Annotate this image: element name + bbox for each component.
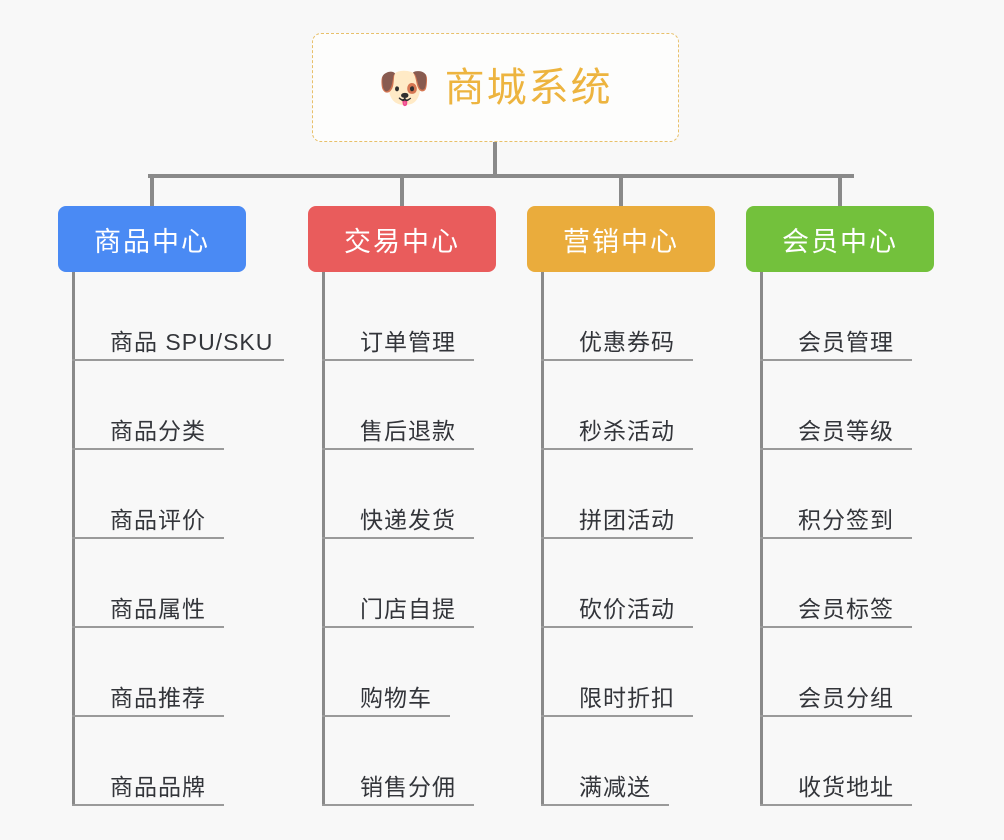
leaf-spine [322,272,325,806]
leaf-item[interactable]: 商品品牌 [72,717,224,806]
leaf-item-label: 会员标签 [798,595,894,622]
leaf-item-label: 快递发货 [360,506,456,533]
leaf-item[interactable]: 优惠券码 [541,272,693,361]
leaf-item-label: 会员管理 [798,328,894,355]
leaf-item-label: 限时折扣 [579,684,675,711]
leaf-item-label: 秒杀活动 [579,417,675,444]
branch-label: 会员中心 [782,226,898,257]
leaf-item[interactable]: 销售分佣 [322,717,474,806]
leaf-item[interactable]: 快递发货 [322,450,474,539]
branch-node-marketing-center[interactable]: 营销中心 [527,206,715,272]
leaf-column-marketing-center: 优惠券码秒杀活动拼团活动砍价活动限时折扣满减送 [541,272,771,806]
branch-node-trade-center[interactable]: 交易中心 [308,206,496,272]
leaf-item[interactable]: 积分签到 [760,450,912,539]
leaf-item-label: 优惠券码 [579,328,675,355]
leaf-item[interactable]: 限时折扣 [541,628,693,717]
leaf-item-label: 积分签到 [798,506,894,533]
leaf-item-label: 收货地址 [798,773,894,800]
leaf-item-label: 商品分类 [110,417,206,444]
leaf-item[interactable]: 满减送 [541,717,669,806]
leaf-item-label: 门店自提 [360,595,456,622]
leaf-item-label: 商品 SPU/SKU [110,328,274,355]
leaf-item[interactable]: 商品 SPU/SKU [72,272,284,361]
leaf-item-label: 订单管理 [360,328,456,355]
leaf-item[interactable]: 会员标签 [760,539,912,628]
leaf-item-label: 砍价活动 [579,595,675,622]
leaf-item-label: 满减送 [579,773,651,800]
root-node[interactable]: 🐶 商城系统 [312,33,679,142]
connector-drop-product-center [150,174,154,206]
leaf-item[interactable]: 售后退款 [322,361,474,450]
leaf-item-label: 会员等级 [798,417,894,444]
branch-node-member-center[interactable]: 会员中心 [746,206,934,272]
leaf-item[interactable]: 订单管理 [322,272,474,361]
leaf-item-label: 商品评价 [110,506,206,533]
connector-drop-member-center [838,174,842,206]
leaf-item[interactable]: 商品推荐 [72,628,224,717]
leaf-item-label: 销售分佣 [360,773,456,800]
leaf-item-label: 会员分组 [798,684,894,711]
leaf-item[interactable]: 会员分组 [760,628,912,717]
leaf-spine [541,272,544,806]
branch-label: 商品中心 [94,226,210,257]
leaf-column-trade-center: 订单管理售后退款快递发货门店自提购物车销售分佣 [322,272,552,806]
leaf-item[interactable]: 商品属性 [72,539,224,628]
leaf-column-product-center: 商品 SPU/SKU 商品分类商品评价商品属性商品推荐商品品牌 [72,272,302,806]
dog-face-icon: 🐶 [378,63,431,111]
root-title: 商城系统 [444,65,613,110]
leaf-spine [72,272,75,806]
leaf-item[interactable]: 购物车 [322,628,450,717]
leaf-item-label: 售后退款 [360,417,456,444]
connector-root-stem [493,142,497,177]
leaf-item[interactable]: 会员管理 [760,272,912,361]
leaf-item-label: 商品品牌 [110,773,206,800]
leaf-item-label: 购物车 [360,684,432,711]
leaf-item[interactable]: 砍价活动 [541,539,693,628]
leaf-item[interactable]: 秒杀活动 [541,361,693,450]
leaf-item[interactable]: 拼团活动 [541,450,693,539]
leaf-item-label: 商品属性 [110,595,206,622]
branch-label: 交易中心 [344,226,460,257]
leaf-item-label: 拼团活动 [579,506,675,533]
branch-node-product-center[interactable]: 商品中心 [58,206,246,272]
leaf-spine [760,272,763,806]
leaf-column-member-center: 会员管理会员等级积分签到会员标签会员分组收货地址 [760,272,990,806]
connector-drop-trade-center [400,174,404,206]
leaf-item[interactable]: 门店自提 [322,539,474,628]
connector-drop-marketing-center [619,174,623,206]
leaf-item-label: 商品推荐 [110,684,206,711]
leaf-item[interactable]: 会员等级 [760,361,912,450]
leaf-item[interactable]: 收货地址 [760,717,912,806]
leaf-item[interactable]: 商品分类 [72,361,224,450]
leaf-item[interactable]: 商品评价 [72,450,224,539]
branch-label: 营销中心 [563,226,679,257]
connector-horizontal-bus [148,174,854,178]
